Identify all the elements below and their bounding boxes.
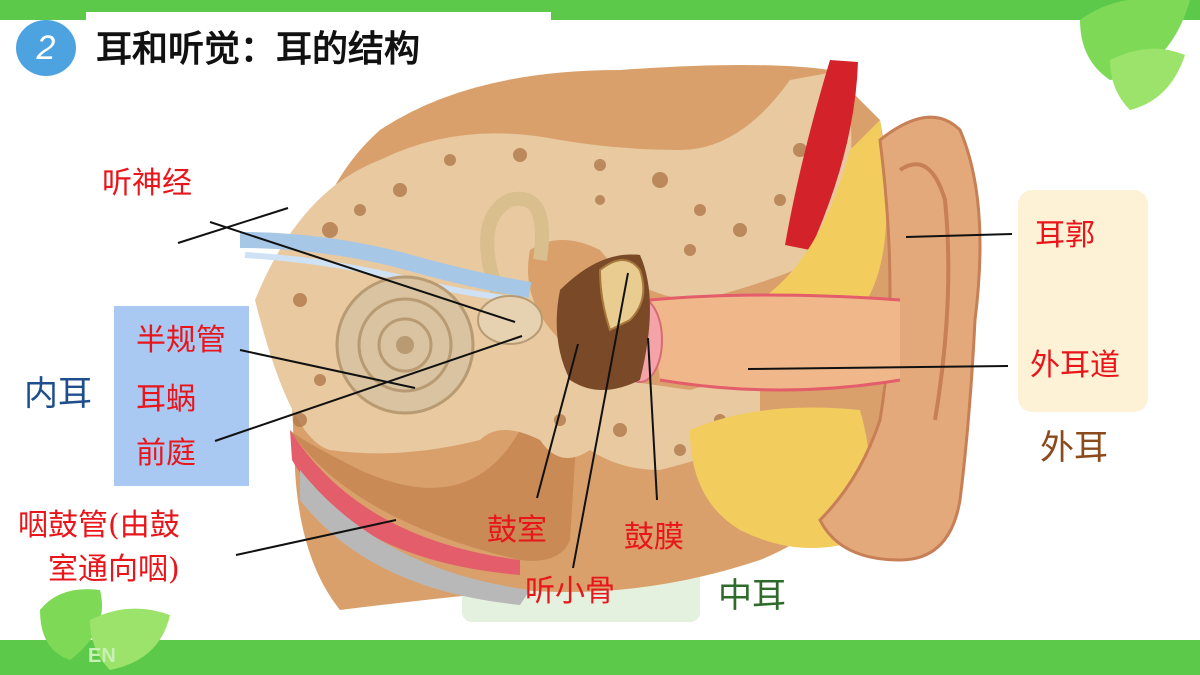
label-semicircular-canals: 半规管 — [136, 323, 226, 358]
outer-ear-panel — [1018, 190, 1148, 412]
group-middle-ear: 中耳 — [718, 576, 786, 616]
label-eustachian-line1: 咽鼓管(由鼓 — [18, 508, 180, 543]
label-eustachian-line2: 室通向咽) — [48, 552, 180, 587]
ossicles-shape — [598, 259, 645, 332]
fat-tissue — [760, 120, 887, 314]
page-title: 耳和听觉：耳的结构 — [96, 29, 421, 70]
bottom-green-bar — [0, 640, 1200, 675]
group-inner-ear: 内耳 — [24, 374, 92, 414]
auditory-nerve-shape — [239, 232, 532, 298]
watermark: EN — [88, 645, 116, 667]
section-badge: 2 — [16, 20, 76, 76]
leader-lines — [177, 207, 1013, 569]
label-tympanic-cavity: 鼓室 — [487, 513, 547, 548]
label-vestibule: 前庭 — [136, 436, 196, 471]
eustachian-tube — [290, 380, 580, 561]
muscle — [785, 60, 858, 250]
label-cochlea: 耳蜗 — [136, 382, 196, 417]
inner-ear-panel — [114, 306, 249, 486]
label-auditory-nerve: 听神经 — [102, 166, 192, 201]
title-background — [86, 12, 551, 72]
group-outer-ear: 外耳 — [1040, 428, 1108, 468]
ear-canal-shape — [650, 295, 900, 390]
label-auricle: 耳郭 — [1035, 218, 1095, 253]
label-ossicles: 听小骨 — [525, 574, 615, 609]
semicircular-canals-shape — [480, 191, 549, 303]
label-ear-canal: 外耳道 — [1030, 348, 1120, 383]
label-eardrum: 鼓膜 — [624, 520, 684, 555]
